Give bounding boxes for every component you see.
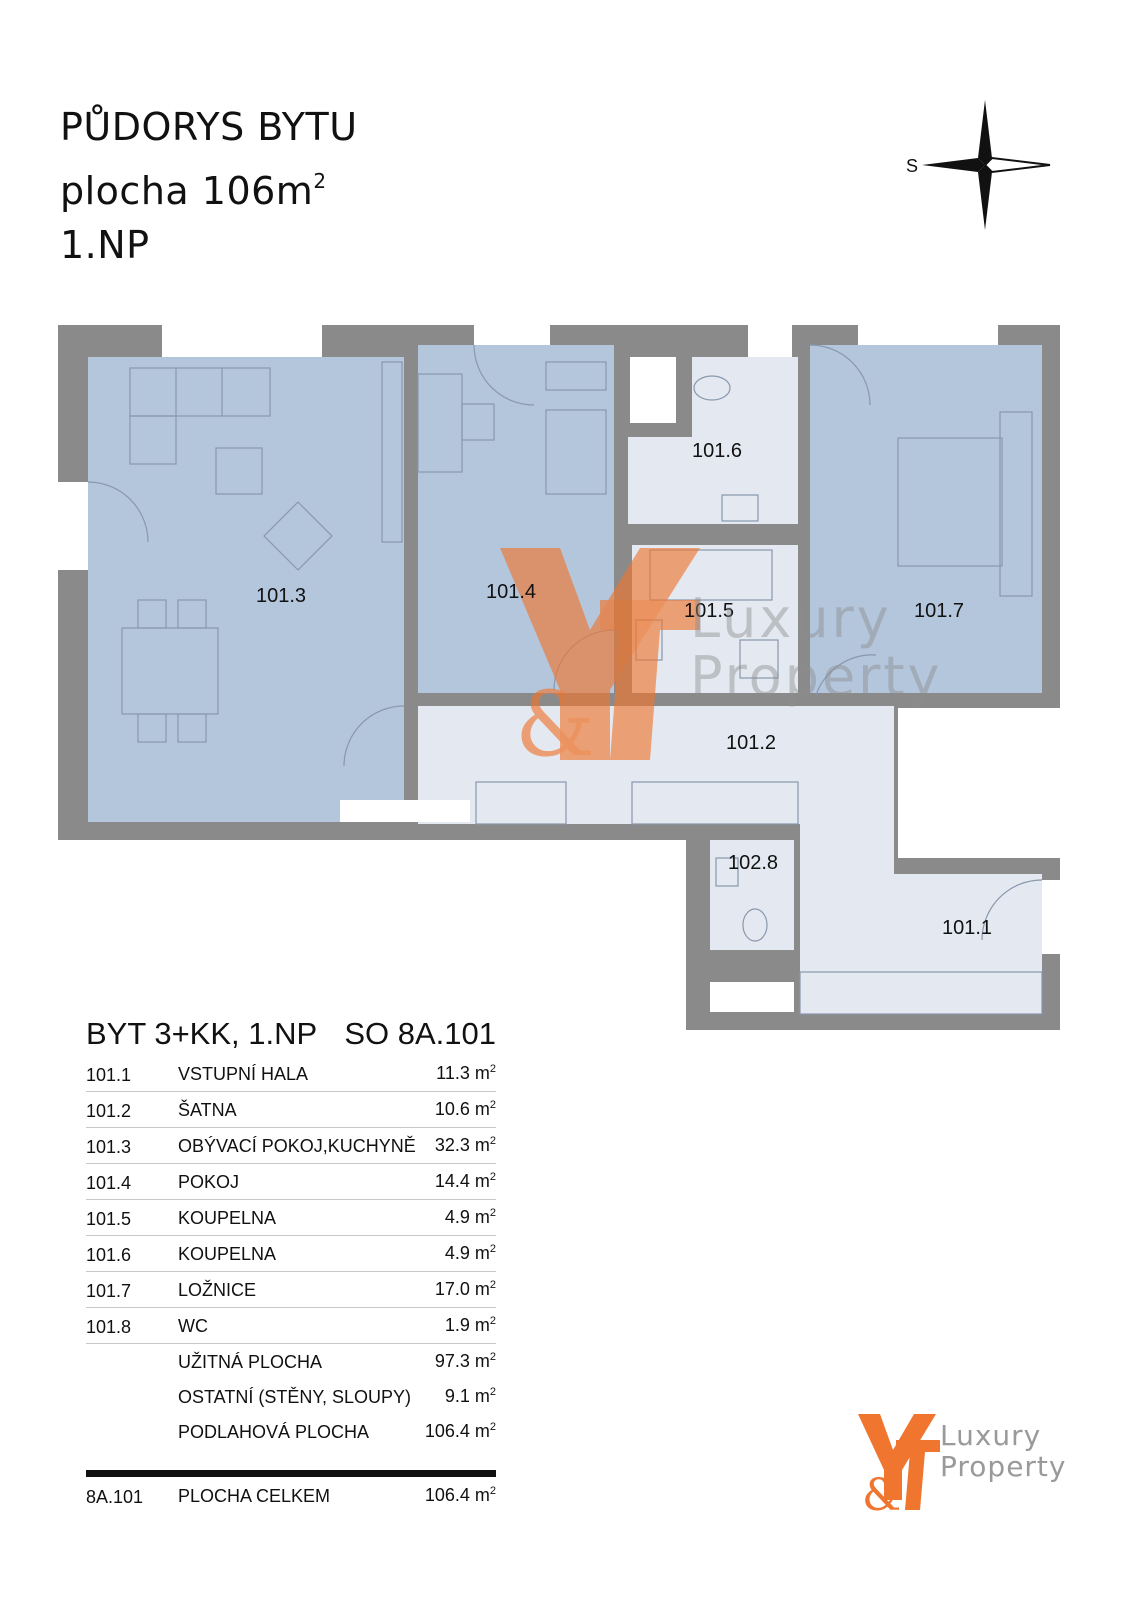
- plan-title: PŮDORYS BYTU plocha 106m2 1.NP: [60, 100, 358, 272]
- rooms: [58, 325, 1060, 1014]
- svg-text:&: &: [515, 672, 595, 777]
- label-101-5: 101.5: [684, 600, 734, 622]
- label-102-8: 102.8: [728, 852, 778, 874]
- room-101-3: [88, 357, 404, 787]
- room-101-6: [628, 437, 798, 524]
- label-101-2: 101.2: [726, 732, 776, 754]
- compass-label: S: [906, 156, 918, 176]
- title-superscript: 2: [313, 169, 327, 193]
- title-line-1: PŮDORYS BYTU: [60, 105, 358, 149]
- summary-row: OSTATNÍ (STĚNY, SLOUPY)9.1 m2: [178, 1386, 496, 1407]
- title-line-2: plocha 106m2: [60, 169, 327, 213]
- watermark-logo-icon: &: [500, 548, 700, 777]
- unit-type: BYT 3+KK, 1.NP: [86, 1016, 318, 1051]
- unit-code: SO 8A.101: [344, 1016, 496, 1051]
- compass-icon: S: [906, 100, 1051, 230]
- label-101-3: 101.3: [256, 585, 306, 607]
- brand-logo-icon: &: [858, 1414, 940, 1521]
- total-divider: [86, 1470, 496, 1477]
- room-labels: 101.3 101.4 101.6 101.5 101.7 101.2 102.…: [256, 440, 992, 939]
- room-101-2: [418, 706, 894, 824]
- svg-text:&: &: [862, 1470, 901, 1521]
- table-heading: BYT 3+KK, 1.NP SO 8A.101: [86, 1010, 496, 1056]
- label-101-4: 101.4: [486, 581, 536, 603]
- total-row: 8A.101 PLOCHA CELKEM 106.4 m2: [86, 1485, 496, 1507]
- room-101-7: [810, 345, 1042, 693]
- brand-text: Luxury Property: [940, 1419, 1067, 1483]
- label-101-1: 101.1: [942, 917, 992, 939]
- room-101-1: [894, 874, 1042, 1014]
- label-101-7: 101.7: [914, 600, 964, 622]
- watermark-text: Luxury Property: [690, 587, 943, 708]
- title-line-3: 1.NP: [60, 223, 150, 267]
- label-101-6: 101.6: [692, 440, 742, 462]
